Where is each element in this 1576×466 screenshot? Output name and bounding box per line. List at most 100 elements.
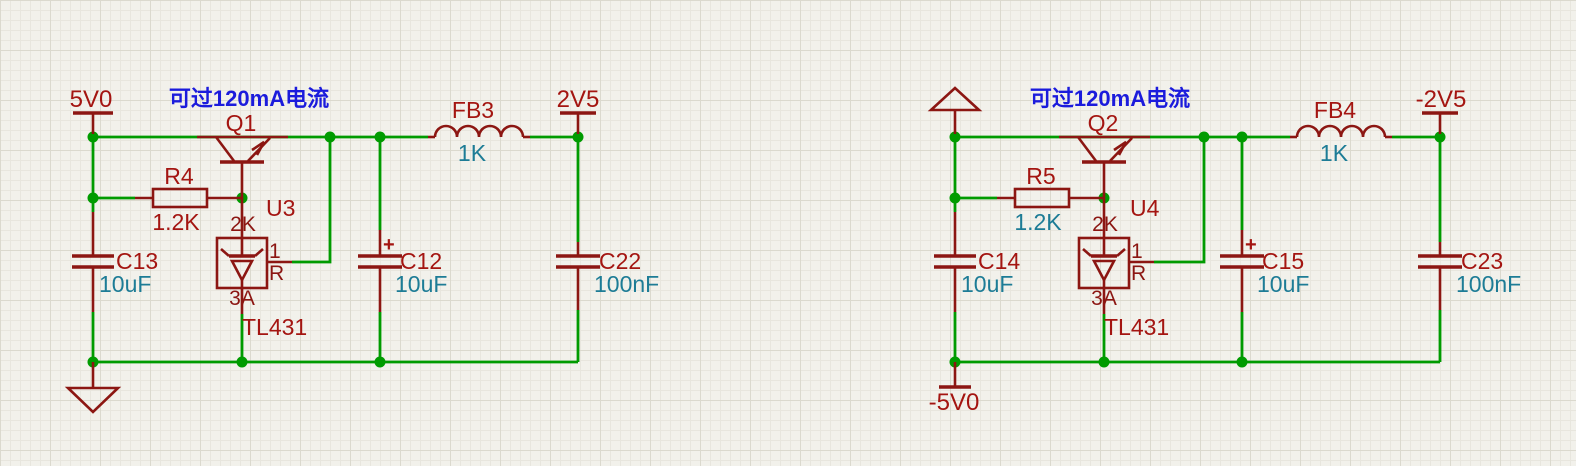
value-c15: 10uF — [1257, 271, 1309, 297]
pin-label-cathode: 2K — [1092, 213, 1118, 236]
designator-c15: C15 — [1262, 248, 1304, 274]
net-label-5v0: 5V0 — [70, 86, 113, 113]
capacitor-c15[interactable]: + C15 10uF — [1220, 230, 1309, 312]
tl431-anode-triangle — [1091, 259, 1117, 283]
designator-u3: U3 — [266, 195, 295, 221]
transistor-q1[interactable]: Q1 — [197, 110, 288, 198]
ferrite-bead-fb3[interactable]: FB3 1K — [428, 97, 530, 166]
designator-u4: U4 — [1130, 195, 1160, 221]
transistor-collector-diagonal — [214, 136, 236, 162]
tl431-bar-tick — [1082, 248, 1092, 257]
ferrite-coil-icon — [433, 124, 525, 138]
pin-label-ref-name: R — [1131, 262, 1146, 285]
power-port-neg5v0[interactable]: -5V0 — [929, 362, 980, 416]
ferrite-coil-icon — [1295, 124, 1387, 138]
circuit-right: 可过120mA电流 Q2 R5 1.2K — [927, 86, 1521, 416]
regulator-u3-tl431[interactable]: 2K 1 R 3A U3 TL431 — [215, 195, 307, 340]
junction-dot — [1434, 131, 1446, 143]
junction-dot — [1236, 131, 1248, 143]
power-port-2v5[interactable]: 2V5 — [557, 86, 600, 134]
net-label-neg5v0: -5V0 — [929, 389, 980, 416]
value-fb4: 1K — [1320, 140, 1349, 166]
power-port-5v0[interactable]: 5V0 — [70, 86, 113, 134]
pin-label-cathode: 2K — [230, 213, 256, 236]
annotation-current-note-left[interactable]: 可过120mA电流 — [169, 86, 329, 111]
power-triangle-icon — [927, 86, 983, 112]
designator-r4: R4 — [164, 163, 194, 189]
pin-label-ref-number: 1 — [269, 240, 281, 263]
wires-left[interactable] — [91, 135, 580, 364]
value-c12: 10uF — [395, 271, 447, 297]
designator-fb3: FB3 — [452, 97, 494, 123]
capacitor-c23[interactable]: C23 100nF — [1418, 242, 1521, 310]
net-label-2v5: 2V5 — [557, 86, 600, 113]
pin-label-ref-number: 1 — [1131, 240, 1143, 263]
pin-label-ref-name: R — [269, 262, 284, 285]
capacitor-c14[interactable]: C14 10uF — [934, 212, 1020, 312]
part-label-tl431: TL431 — [1104, 314, 1169, 340]
annotation-current-note-right[interactable]: 可过120mA电流 — [1030, 86, 1190, 111]
value-c22: 100nF — [594, 271, 659, 297]
transistor-q2[interactable]: Q2 — [1059, 110, 1150, 198]
value-r4: 1.2K — [152, 209, 200, 235]
junction-dot — [374, 356, 386, 368]
tl431-anode-triangle — [229, 259, 255, 283]
designator-c22: C22 — [599, 248, 641, 274]
circuit-left: 5V0 可过120mA电流 Q1 R4 1.2K — [64, 86, 659, 414]
regulator-u4-tl431[interactable]: 2K 1 R 3A U4 TL431 — [1077, 195, 1169, 340]
part-label-tl431: TL431 — [242, 314, 307, 340]
capacitor-c22[interactable]: C22 100nF — [556, 242, 659, 310]
transistor-emitter-arrow-icon — [1113, 140, 1128, 156]
value-r5: 1.2K — [1014, 209, 1062, 235]
power-port-neg2v5[interactable]: -2V5 — [1416, 86, 1467, 134]
junction-dot — [1236, 356, 1248, 368]
polarity-plus-icon: + — [1245, 234, 1257, 256]
junction-dot — [87, 192, 99, 204]
resistor-body — [1013, 187, 1071, 209]
designator-c13: C13 — [116, 248, 158, 274]
resistor-r4[interactable]: R4 1.2K — [135, 163, 242, 235]
junction-dot — [374, 131, 386, 143]
junction-dot — [87, 131, 99, 143]
power-port-triangle[interactable] — [927, 86, 983, 134]
designator-c14: C14 — [978, 248, 1020, 274]
tl431-bar-tick — [1116, 248, 1126, 257]
junctions-right — [949, 131, 1446, 368]
junction-dot — [949, 192, 961, 204]
wire-segment[interactable] — [1154, 137, 1206, 264]
tl431-bar-tick — [220, 248, 230, 257]
designator-r5: R5 — [1026, 163, 1055, 189]
ground-symbol[interactable] — [64, 362, 122, 414]
capacitor-c12[interactable]: + C12 10uF — [358, 230, 447, 312]
resistor-body — [151, 187, 209, 209]
junction-dot — [236, 356, 248, 368]
wire-segment[interactable] — [292, 137, 332, 264]
designator-c23: C23 — [1461, 248, 1503, 274]
junctions-left — [87, 131, 584, 368]
transistor-collector-diagonal — [1076, 136, 1098, 162]
net-label-neg2v5: -2V5 — [1416, 86, 1467, 113]
designator-fb4: FB4 — [1314, 97, 1356, 123]
capacitor-c13[interactable]: C13 10uF — [72, 212, 158, 312]
tl431-bar-tick — [254, 248, 264, 257]
value-fb3: 1K — [458, 140, 487, 166]
ferrite-bead-fb4[interactable]: FB4 1K — [1290, 97, 1392, 166]
ground-triangle-icon — [64, 386, 122, 414]
designator-q1: Q1 — [226, 110, 257, 136]
value-c23: 100nF — [1456, 271, 1521, 297]
resistor-r5[interactable]: R5 1.2K — [997, 163, 1104, 235]
designator-q2: Q2 — [1088, 110, 1119, 136]
pin-label-anode: 3A — [229, 287, 255, 310]
junction-dot — [324, 131, 336, 143]
junction-dot — [949, 131, 961, 143]
junction-dot — [1098, 356, 1110, 368]
polarity-plus-icon: + — [383, 234, 395, 256]
transistor-emitter-arrow-icon — [251, 140, 266, 156]
pin-label-anode: 3A — [1091, 287, 1117, 310]
junction-dot — [572, 131, 584, 143]
designator-c12: C12 — [400, 248, 442, 274]
junction-dot — [1198, 131, 1210, 143]
value-c13: 10uF — [99, 271, 151, 297]
